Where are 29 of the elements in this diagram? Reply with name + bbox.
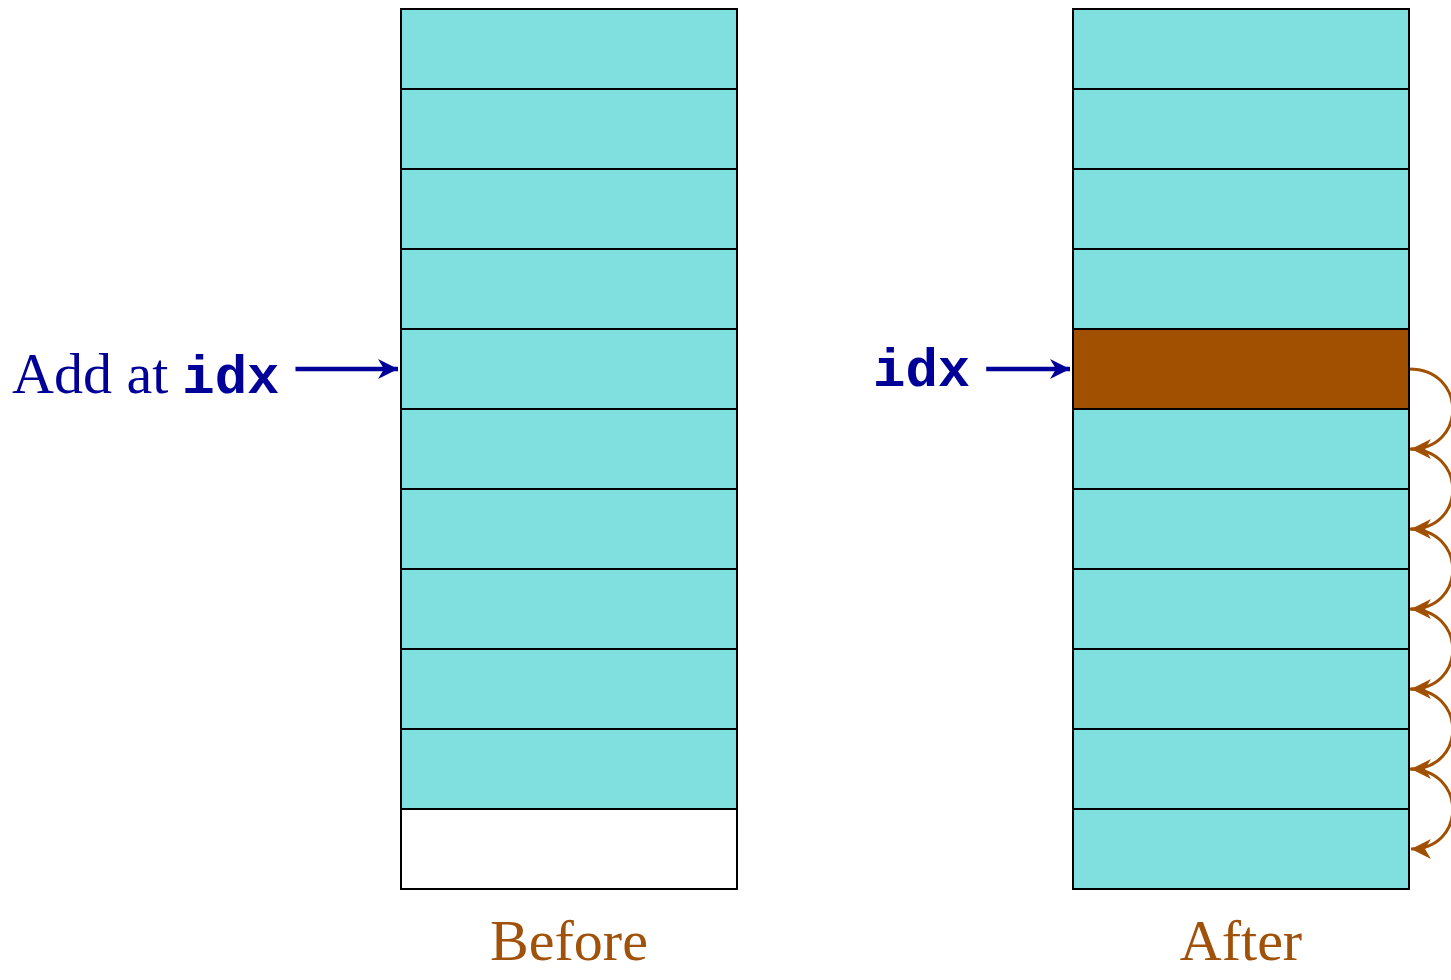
array-cell	[1072, 8, 1410, 90]
array-cell	[1072, 408, 1410, 490]
array-cell	[1072, 648, 1410, 730]
label-text: Add at	[12, 341, 169, 406]
array-cell	[400, 88, 738, 170]
array-cell	[1072, 88, 1410, 170]
array-cell	[1072, 328, 1410, 410]
array-cell	[400, 728, 738, 810]
array-cell	[400, 328, 738, 410]
array-cell	[400, 8, 738, 90]
array-cell	[400, 808, 738, 890]
array-cell	[400, 648, 738, 730]
caption-text: Before	[490, 912, 648, 970]
array-cell	[1072, 488, 1410, 570]
array-cell	[1072, 568, 1410, 650]
arrow	[986, 359, 1070, 379]
array-cell	[1072, 808, 1410, 890]
array-cell	[1072, 168, 1410, 250]
array-cell	[400, 568, 738, 650]
array-cell	[400, 488, 738, 570]
array-cell	[1072, 728, 1410, 810]
array-cell	[1072, 248, 1410, 330]
array-cell	[400, 408, 738, 490]
caption-text: After	[1179, 912, 1303, 970]
code-text: idx	[182, 348, 280, 409]
code-text: idx	[873, 341, 971, 402]
arrow	[295, 359, 398, 379]
array-cell	[400, 168, 738, 250]
array-cell	[400, 248, 738, 330]
